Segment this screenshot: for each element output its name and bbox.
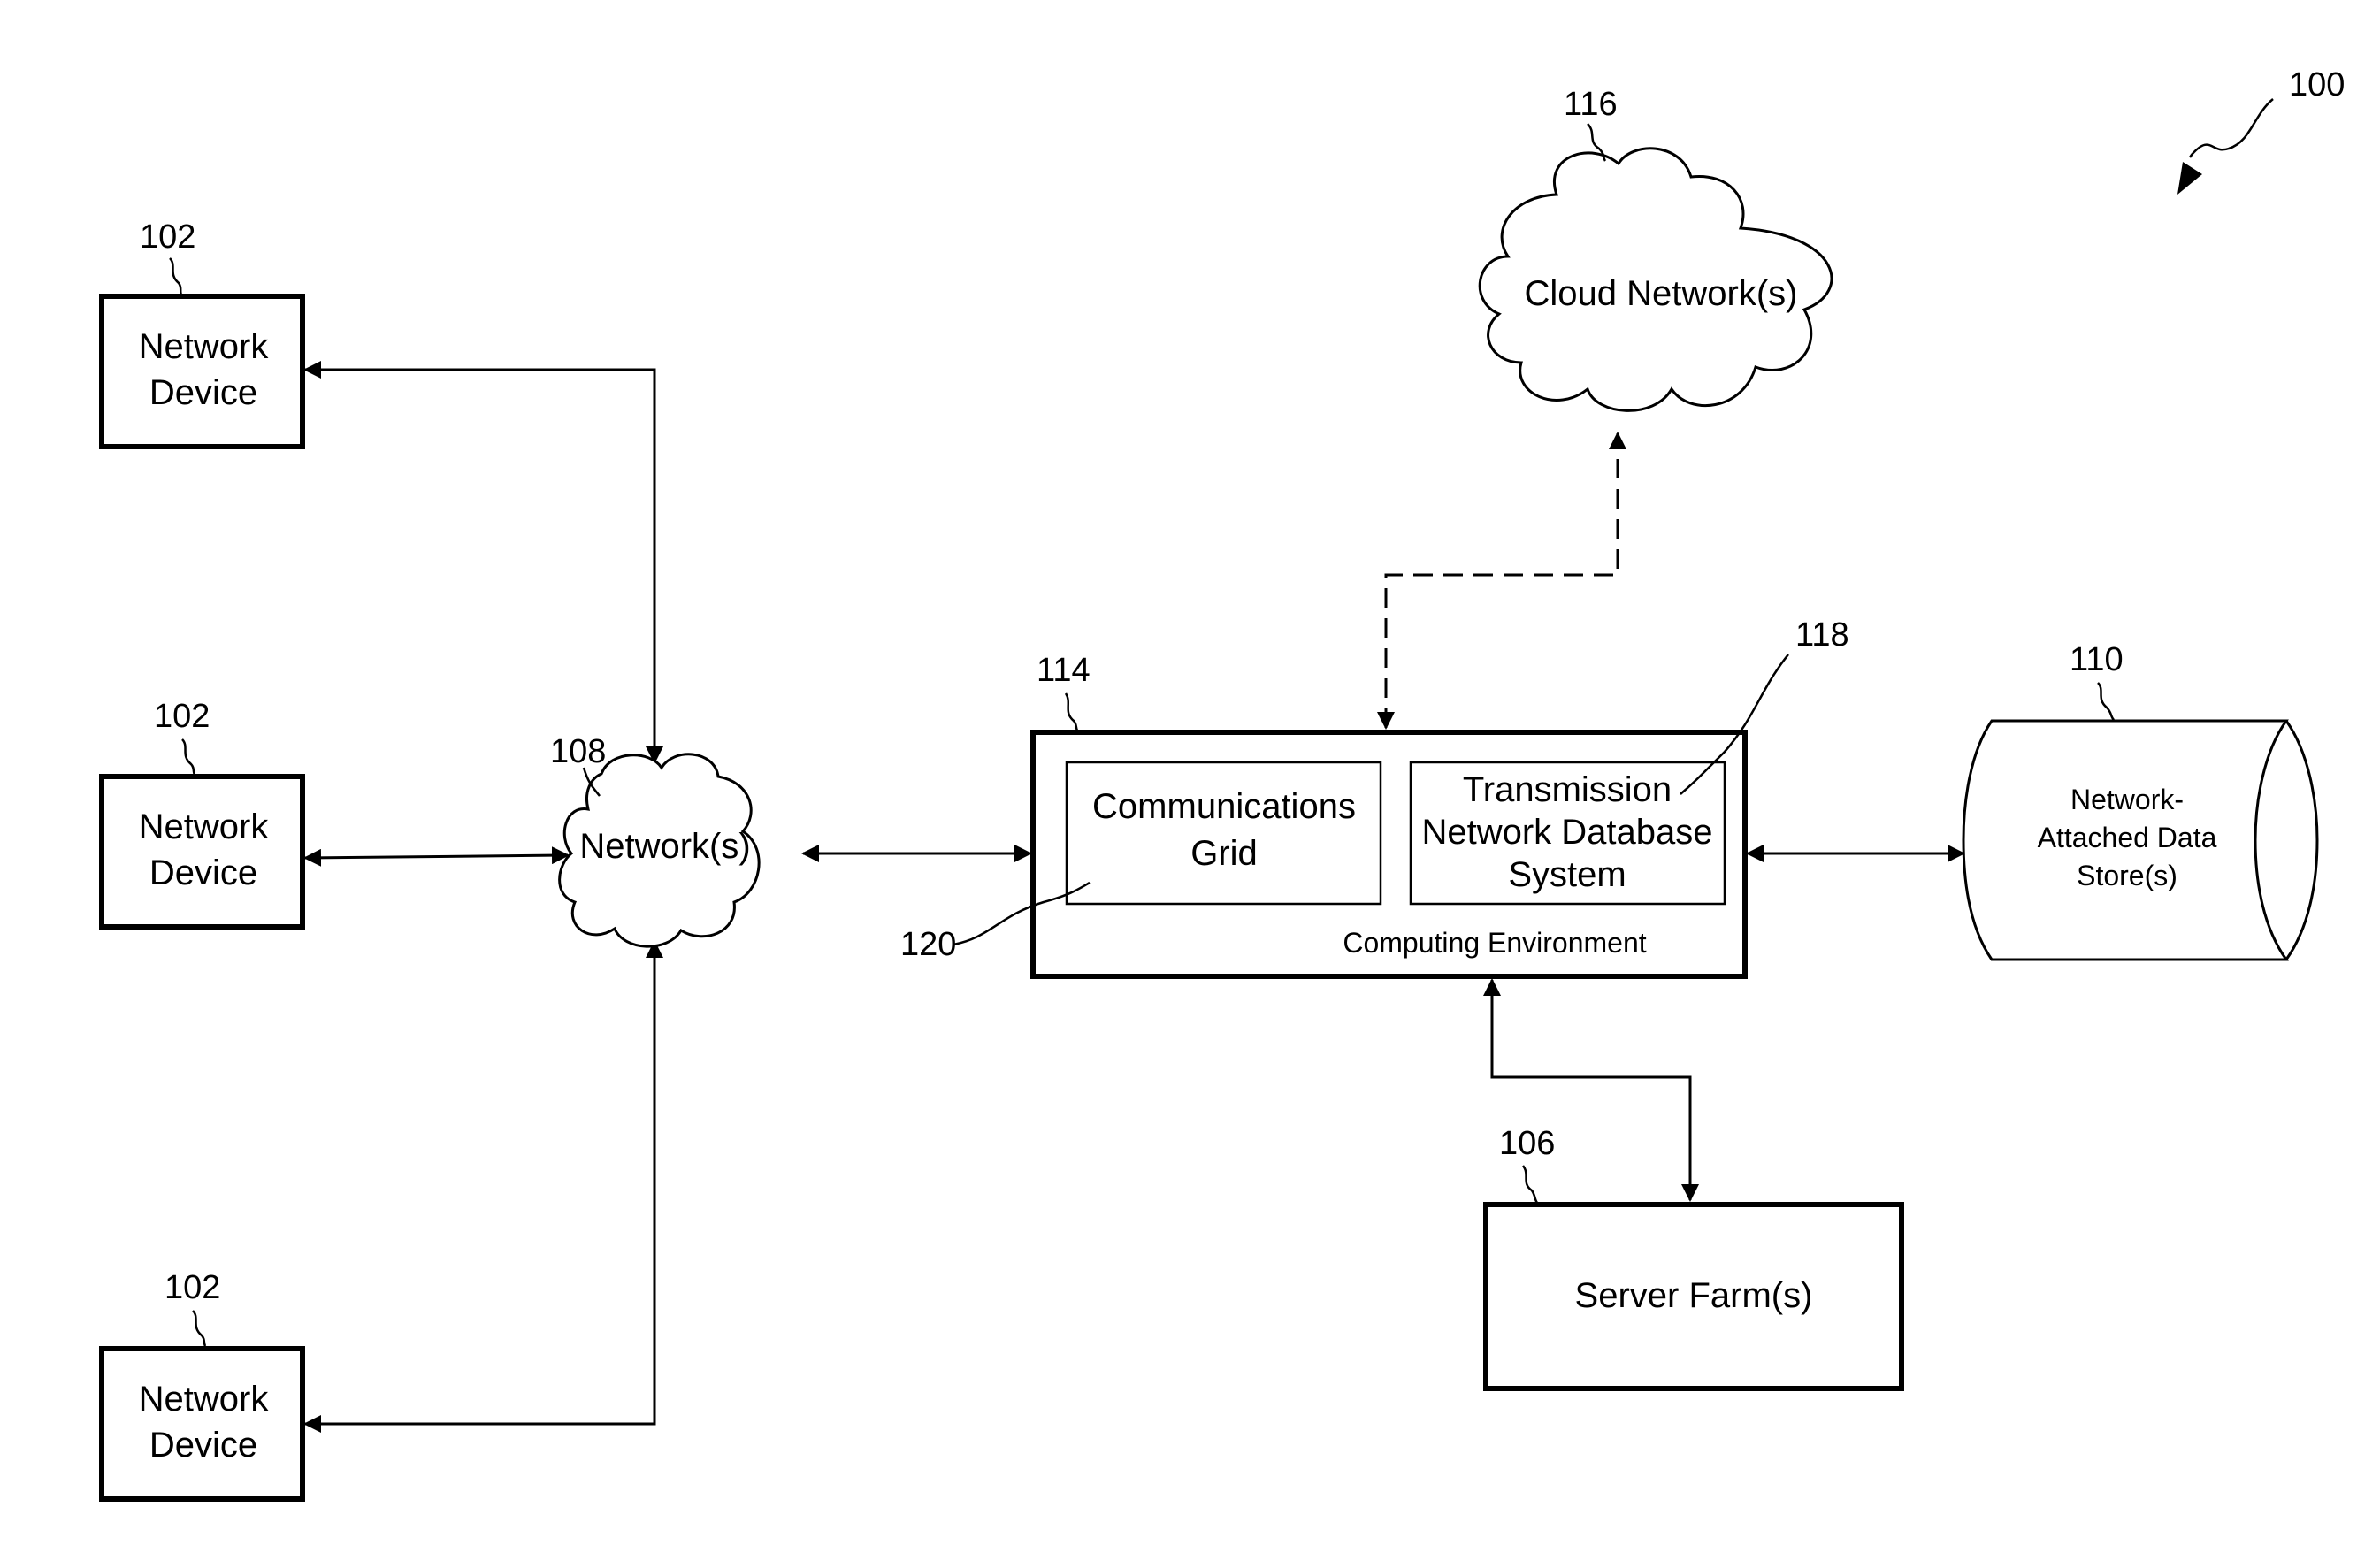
computing-environment: Computing Environment 114 Communications… [900, 616, 1849, 976]
tndb-label-line1: Transmission [1463, 770, 1672, 809]
link-device3-network [305, 942, 654, 1424]
link-device1-network [305, 370, 654, 762]
data-store-label-line1: Network- [2070, 784, 2184, 815]
network-device-3: Network Device 102 [102, 1269, 302, 1499]
network-device-ref: 102 [140, 218, 195, 256]
network-device-ref: 102 [165, 1269, 220, 1306]
communications-grid-box [1067, 762, 1381, 904]
server-farm-ref-leader [1523, 1166, 1537, 1203]
network-device-1: Network Device 102 [102, 218, 302, 447]
link-device2-network [305, 855, 568, 858]
network-cloud-label: Network(s) [579, 827, 750, 866]
cloud-network-ref: 116 [1564, 86, 1618, 123]
figure-reference: 100 [2177, 66, 2345, 195]
network-device-ref-leader [182, 739, 195, 775]
communications-grid-ref: 120 [900, 926, 956, 963]
data-store-ref-leader [2098, 683, 2114, 720]
network-device-ref-leader [193, 1311, 205, 1346]
network-device-box [102, 776, 302, 927]
communications-grid-label-line1: Communications [1092, 787, 1356, 826]
computing-environment-label: Computing Environment [1343, 927, 1646, 959]
network-device-label-line1: Network [139, 807, 270, 846]
network-cloud: Network(s) 108 [550, 733, 759, 946]
link-computing-serverfarm [1492, 980, 1690, 1200]
data-store-end-cap [2286, 721, 2317, 960]
network-device-2: Network Device 102 [102, 698, 302, 927]
network-device-label-line1: Network [139, 327, 270, 366]
network-device-ref-leader [170, 258, 181, 295]
network-cloud-ref: 108 [550, 733, 606, 770]
figure-ref-label: 100 [2289, 66, 2345, 103]
data-store: Network- Attached Data Store(s) 110 [1963, 641, 2317, 960]
data-store-label-line2: Attached Data [2038, 822, 2217, 853]
link-computing-cloud [1386, 433, 1618, 728]
network-device-box [102, 1349, 302, 1499]
cloud-network-label: Cloud Network(s) [1525, 274, 1798, 313]
network-device-label-line1: Network [139, 1380, 270, 1419]
server-farm: Server Farm(s) 106 [1486, 1125, 1902, 1389]
network-device-label-line2: Device [149, 853, 257, 892]
server-farm-label: Server Farm(s) [1575, 1276, 1813, 1315]
network-device-box [102, 296, 302, 447]
figure-ref-arrowhead [2177, 162, 2202, 195]
server-farm-ref: 106 [1499, 1125, 1555, 1162]
communications-grid-label-line2: Grid [1190, 834, 1258, 873]
data-store-label-line3: Store(s) [2077, 860, 2177, 891]
data-store-ref: 110 [2070, 641, 2124, 678]
figure-ref-leader [2190, 99, 2273, 157]
network-device-ref: 102 [154, 698, 210, 735]
computing-environment-ref: 114 [1037, 652, 1091, 689]
tndb-ref: 118 [1795, 616, 1849, 654]
computing-environment-ref-leader [1066, 693, 1077, 731]
network-device-label-line2: Device [149, 373, 257, 412]
network-device-label-line2: Device [149, 1426, 257, 1465]
tndb-label-line3: System [1508, 855, 1626, 894]
tndb-label-line2: Network Database [1421, 813, 1712, 852]
cloud-network: Cloud Network(s) 116 [1480, 86, 1832, 410]
